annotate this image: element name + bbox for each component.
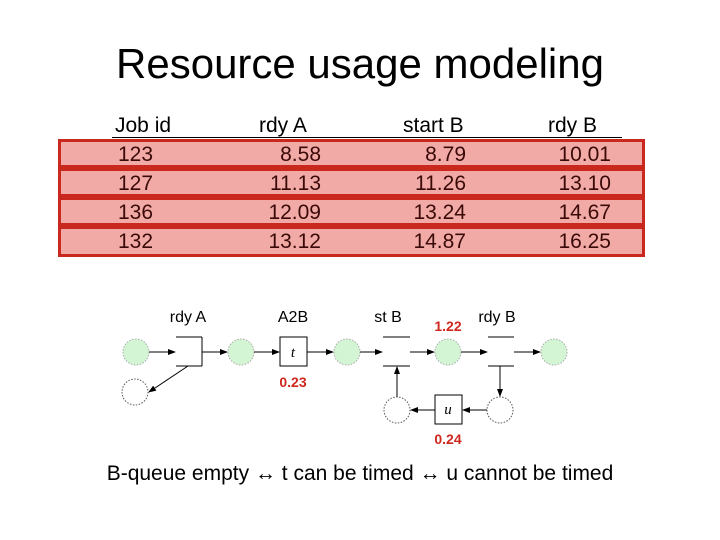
place-3 xyxy=(333,338,361,366)
table-cell: 16.25 xyxy=(558,230,611,253)
table-cell: 136 xyxy=(118,201,154,224)
transition-u xyxy=(434,394,463,425)
transition-rdy-b xyxy=(488,336,514,367)
table-cell: 13.12 xyxy=(268,230,321,253)
label-rdy-a: rdy A xyxy=(170,309,207,326)
table-cell: 12.09 xyxy=(268,201,321,224)
table-cell: 8.79 xyxy=(425,143,466,166)
delay-place: 1.22 xyxy=(434,318,461,334)
caption: B-queue empty ↔ t can be timed ↔ u canno… xyxy=(106,462,614,485)
header-rdy-a: rdy A xyxy=(259,114,307,137)
place-1 xyxy=(122,338,150,366)
place-empty-a xyxy=(121,378,149,406)
table-row: 132 13.12 14.87 16.25 xyxy=(58,226,645,257)
header-start-b: start B xyxy=(403,114,464,137)
table-cell: 132 xyxy=(118,230,154,253)
table-cell: 8.58 xyxy=(280,143,321,166)
header-underline xyxy=(112,137,622,138)
table-cell: 11.13 xyxy=(270,172,321,195)
label-rdy-b: rdy B xyxy=(478,309,515,326)
place-empty-b2 xyxy=(486,396,514,424)
place-5 xyxy=(540,338,568,366)
table-cell: 14.67 xyxy=(558,201,611,224)
label-a2b: A2B xyxy=(278,309,308,326)
table-cell: 14.87 xyxy=(413,230,466,253)
table-cell: 11.26 xyxy=(415,172,466,195)
place-empty-b1 xyxy=(383,396,411,424)
table-row: 123 8.58 8.79 10.01 xyxy=(58,139,645,168)
place-2 xyxy=(227,338,255,366)
header-rdy-b: rdy B xyxy=(548,114,598,137)
table-row: 127 11.13 11.26 13.10 xyxy=(58,168,645,197)
delay-t: 0.23 xyxy=(279,374,306,390)
transition-rdy-a xyxy=(176,336,203,367)
table-cell: 13.24 xyxy=(413,201,466,224)
delay-u: 0.24 xyxy=(434,431,461,447)
label-st-b: st B xyxy=(374,309,402,326)
slide-title: Resource usage modeling xyxy=(116,40,604,87)
table-cell: 123 xyxy=(118,143,154,166)
u-label: u xyxy=(444,402,452,418)
place-4 xyxy=(434,338,462,366)
transition-st-b xyxy=(383,336,410,367)
t-label: t xyxy=(291,345,296,361)
table-cell: 13.10 xyxy=(558,172,611,195)
table-row: 136 12.09 13.24 14.67 xyxy=(58,197,645,226)
table-cell: 10.01 xyxy=(558,143,611,166)
table-cell: 127 xyxy=(118,172,154,195)
header-job-id: Job id xyxy=(115,114,172,137)
